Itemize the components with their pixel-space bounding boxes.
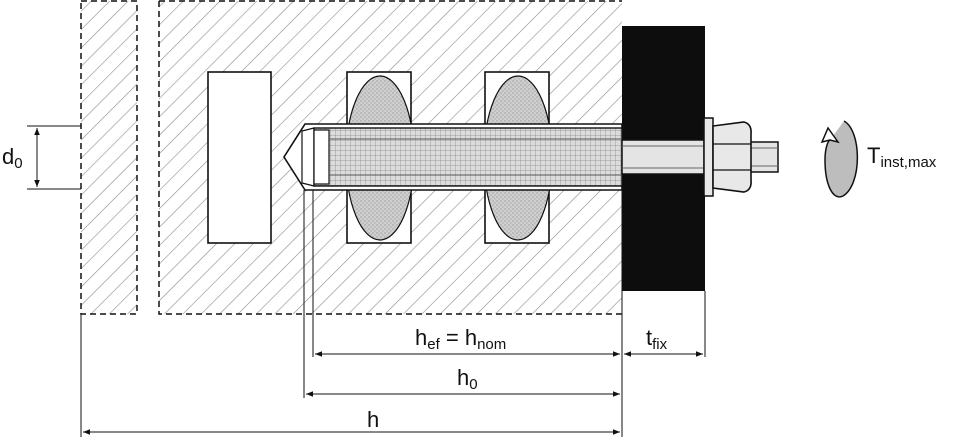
base-material-left-part [80,0,138,315]
threaded-rod [621,139,779,175]
void-left [207,71,272,244]
tfix-label: tfix [646,325,668,353]
extension-lines [80,190,706,437]
d0-dimension [27,125,81,190]
hex-nut [712,121,752,193]
torque-arrow-icon [820,120,859,198]
torque-label: Tinst,max [867,143,937,171]
mesh-sleeve [301,127,623,187]
hef-label: hef = hnom [415,325,507,353]
washer [703,117,714,197]
h0-label: h0 [457,365,478,393]
h-label: h [367,407,380,432]
d0-label: d0 [2,144,23,172]
